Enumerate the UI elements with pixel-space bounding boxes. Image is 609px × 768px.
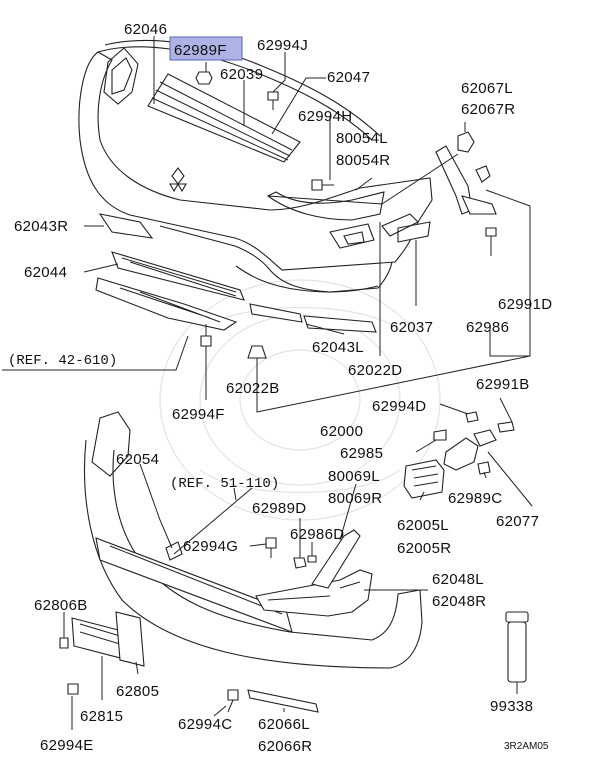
label-62994D[interactable]: 62994D: [372, 398, 426, 415]
label-62985[interactable]: 62985: [340, 445, 383, 462]
label-62067L[interactable]: 62067L: [461, 80, 513, 97]
label-80054R[interactable]: 80054R: [336, 152, 390, 169]
label-62815[interactable]: 62815: [80, 708, 123, 725]
upper-fasteners: [195, 71, 497, 359]
undercover-drawing: [95, 213, 431, 333]
label-62806B[interactable]: 62806B: [34, 597, 88, 614]
reference-42-610[interactable]: (REF. 42-610): [8, 353, 117, 369]
label-62054[interactable]: 62054: [116, 451, 159, 468]
label-80054L[interactable]: 80054L: [336, 130, 388, 147]
front-bumper-face-drawing: [78, 39, 497, 293]
label-62077[interactable]: 62077: [496, 513, 539, 530]
label-62066R[interactable]: 62066R: [258, 738, 312, 755]
label-62039[interactable]: 62039: [220, 66, 263, 83]
label-62994G[interactable]: 62994G: [183, 538, 238, 555]
label-80069L[interactable]: 80069L: [328, 468, 380, 485]
label-62991D[interactable]: 62991D: [498, 296, 552, 313]
label-62048L[interactable]: 62048L: [432, 571, 484, 588]
label-62989F[interactable]: 62989F: [174, 42, 227, 59]
label-62989C[interactable]: 62989C: [448, 490, 502, 507]
label-99338[interactable]: 99338: [490, 698, 533, 715]
label-62994H[interactable]: 62994H: [298, 108, 352, 125]
label-62044[interactable]: 62044: [24, 264, 67, 281]
label-62048R[interactable]: 62048R: [432, 593, 486, 610]
reference-51-110[interactable]: (REF. 51-110): [170, 476, 279, 492]
label-62005L[interactable]: 62005L: [397, 517, 449, 534]
diagram-code: 3R2AM05: [504, 741, 549, 752]
label-62047[interactable]: 62047: [327, 69, 370, 86]
label-62986D[interactable]: 62986D: [290, 526, 344, 543]
label-62067R[interactable]: 62067R: [461, 101, 515, 118]
label-62022D[interactable]: 62022D: [348, 362, 402, 379]
label-62066L[interactable]: 62066L: [258, 716, 310, 733]
label-62000[interactable]: 62000: [320, 423, 363, 440]
label-62994E[interactable]: 62994E: [40, 737, 94, 754]
label-62994F[interactable]: 62994F: [172, 406, 225, 423]
label-62989D[interactable]: 62989D: [252, 500, 306, 517]
label-80069R[interactable]: 80069R: [328, 490, 382, 507]
label-62046[interactable]: 62046: [124, 21, 167, 38]
lower-bumper-drawing: [59, 411, 529, 713]
highlight-box-62989F: [169, 36, 243, 61]
label-62005R[interactable]: 62005R: [397, 540, 451, 557]
leader-lines: [2, 36, 533, 730]
label-62994C[interactable]: 62994C: [178, 716, 232, 733]
label-62043R[interactable]: 62043R: [14, 218, 68, 235]
label-62022B[interactable]: 62022B: [226, 380, 280, 397]
part-labels: 62046 62989F 62994J 62039 62047 62067L 6…: [8, 21, 552, 755]
label-62043L[interactable]: 62043L: [312, 339, 364, 356]
label-62991B[interactable]: 62991B: [476, 376, 530, 393]
label-62994J[interactable]: 62994J: [257, 37, 308, 54]
label-62805[interactable]: 62805: [116, 683, 159, 700]
label-62986[interactable]: 62986: [466, 319, 509, 336]
label-62037[interactable]: 62037: [390, 319, 433, 336]
side-bracket-drawing: [403, 411, 515, 499]
